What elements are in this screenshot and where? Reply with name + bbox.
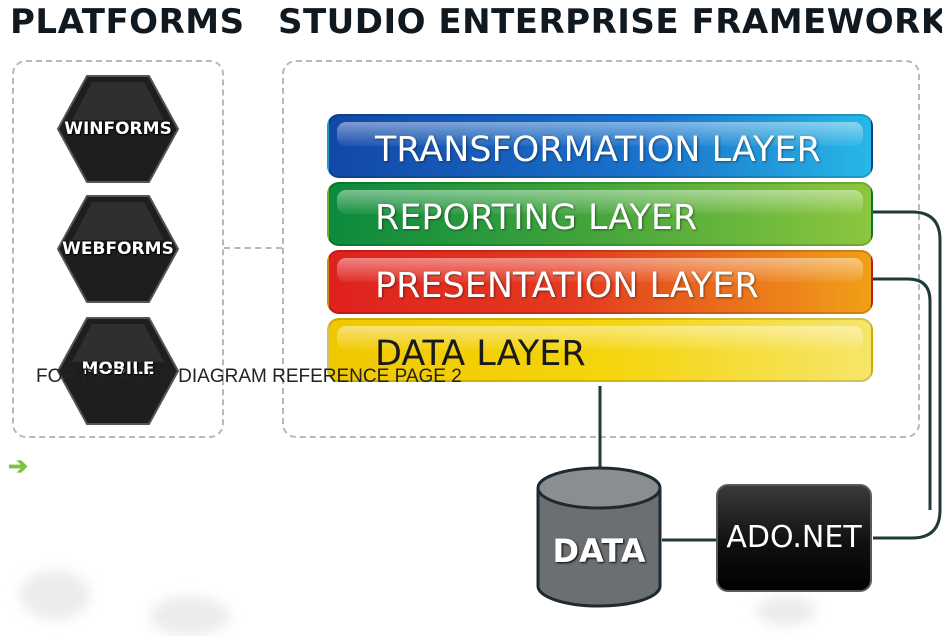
hexagon-icon [56,317,180,425]
transformation-layer[interactable]: TRANSFORMATION LAYER [327,114,873,178]
data-store-label: DATA [552,532,646,570]
layer-label: REPORTING LAYER [375,198,698,238]
platforms-to-framework-connector [224,247,282,249]
layer-label: TRANSFORMATION LAYER [375,130,821,170]
reporting-to-adapter-line [873,210,942,540]
ado-net-label: ADO.NET [726,520,862,555]
diagram-reference-note: FOR DETAILED DIAGRAM REFERENCE PAGE 2 [36,366,462,387]
platforms-group [12,60,224,438]
platforms-title: PLATFORMS [10,2,245,42]
reporting-layer[interactable]: REPORTING LAYER [327,182,873,246]
platform-webforms[interactable]: WEBFORMS [56,194,180,304]
platform-mobile[interactable]: MOBILE [56,316,180,426]
presentation-layer[interactable]: PRESENTATION LAYER [327,250,873,314]
data-store[interactable]: DATA [536,466,662,608]
platform-label: MOBILE [81,359,155,379]
hexagon-icon [56,75,180,183]
platform-label: WEBFORMS [62,239,174,259]
layer-label: DATA LAYER [375,334,586,374]
layer-label: PRESENTATION LAYER [375,266,759,306]
ado-net-component[interactable]: ADO.NET [716,484,872,592]
presentation-to-adapter-line [873,277,932,510]
data-layer[interactable]: DATA LAYER [327,318,873,382]
platform-winforms[interactable]: WINFORMS [56,74,180,184]
right-arrow-icon[interactable]: ➔ [8,453,29,480]
framework-title: STUDIO ENTERPRISE FRAMEWORKSM [278,2,942,42]
framework-title-text: STUDIO ENTERPRISE FRAMEWORK [278,2,942,42]
connector-lines [598,210,942,542]
database-cylinder-icon [536,466,662,608]
hexagon-icon [56,195,180,303]
platform-label: WINFORMS [64,119,172,139]
